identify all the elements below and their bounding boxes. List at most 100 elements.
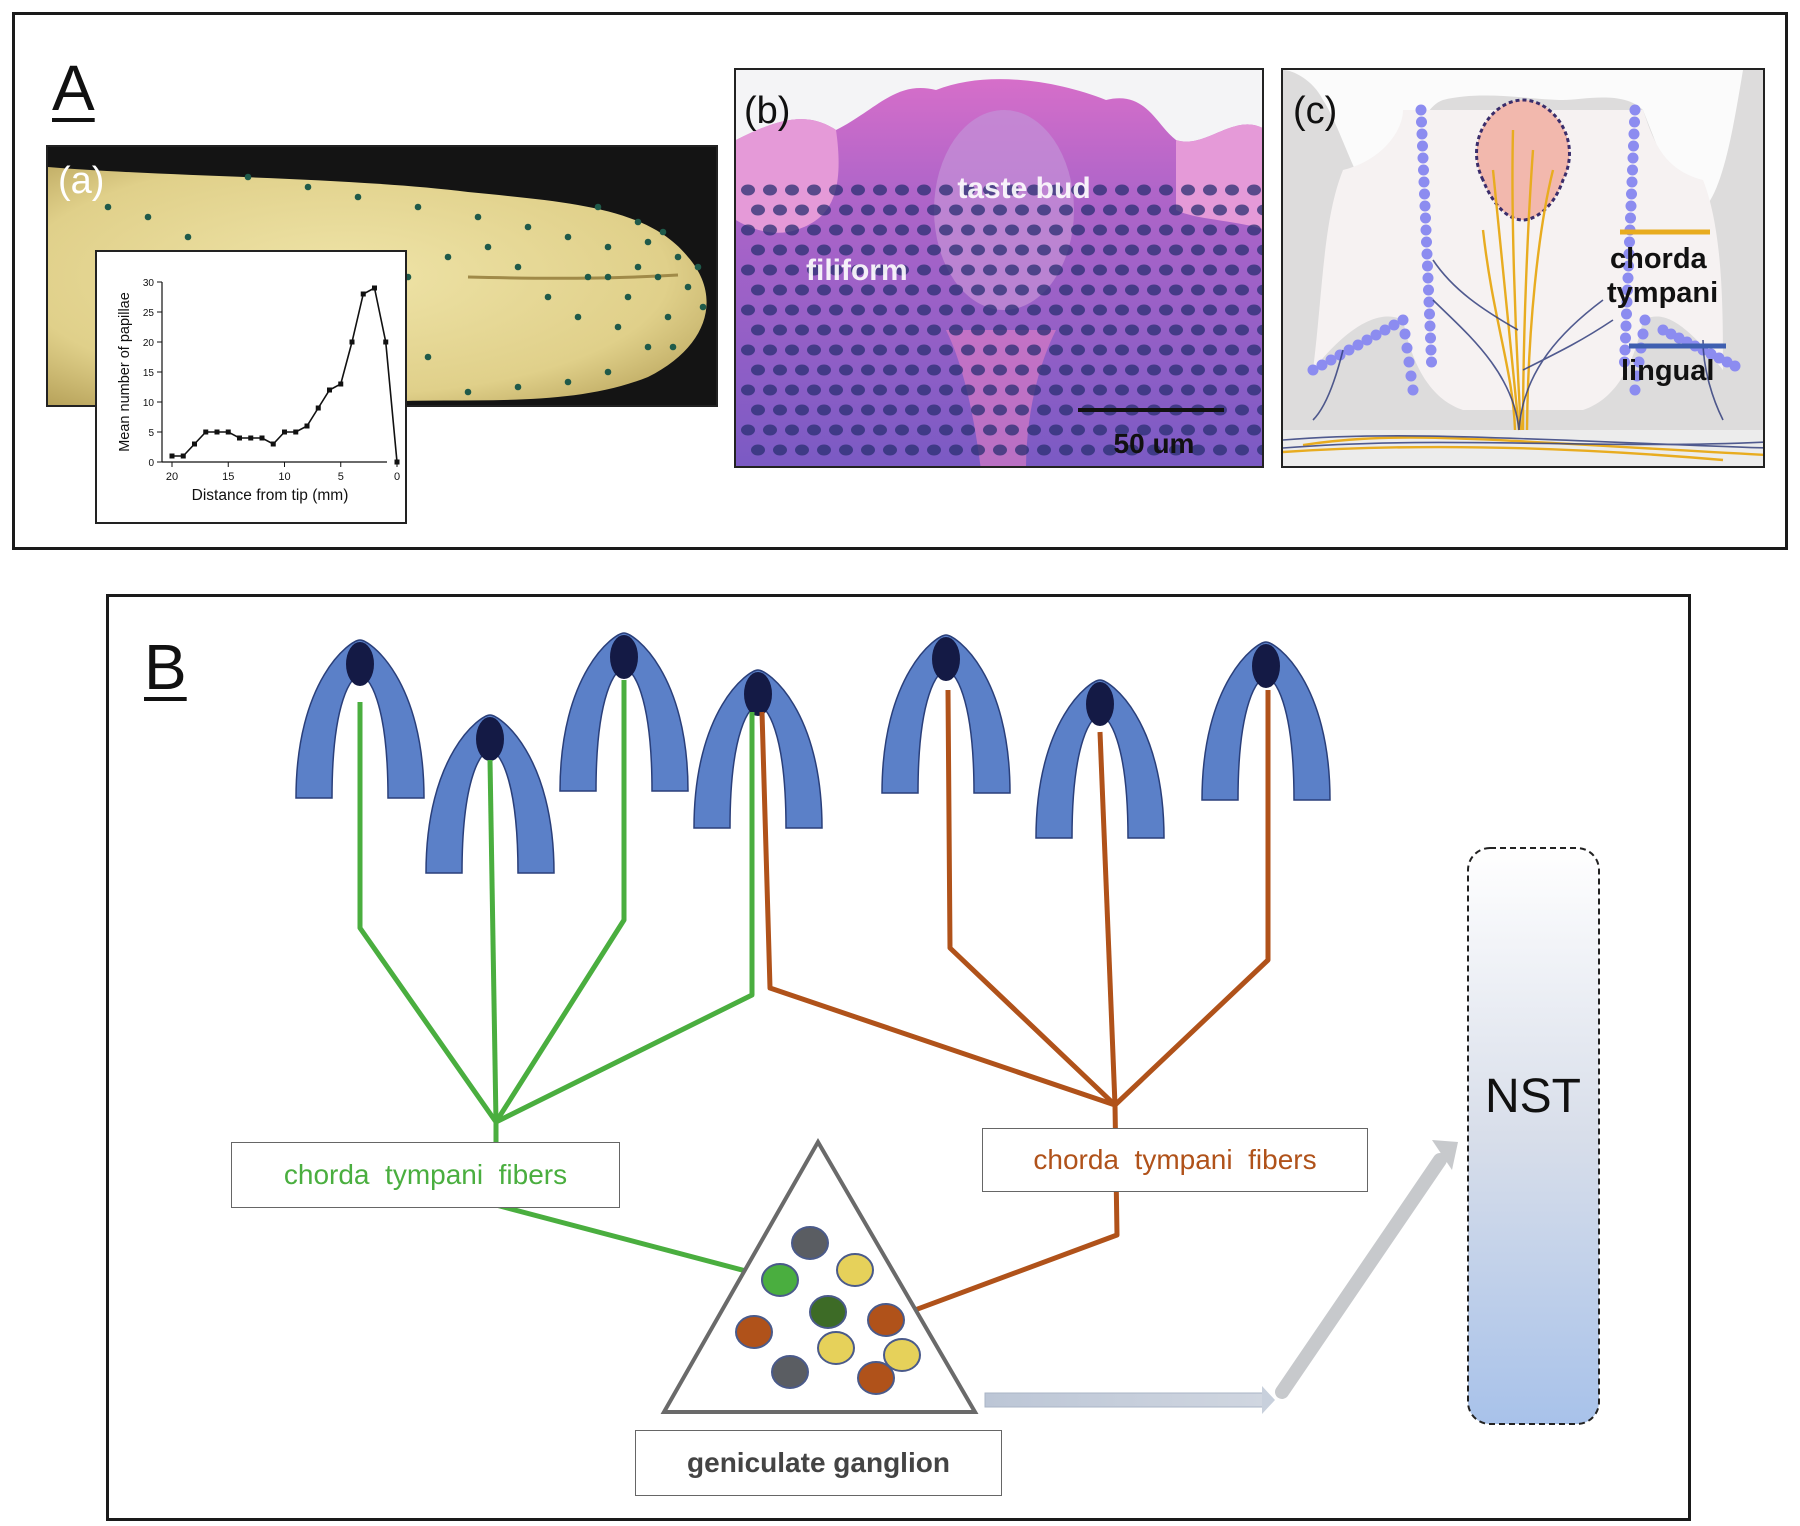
cell-nucleus xyxy=(1169,284,1183,296)
cell-nucleus xyxy=(829,224,843,236)
epithelium-dot xyxy=(1416,128,1428,140)
cell-nucleus xyxy=(861,204,875,216)
cell-nucleus xyxy=(829,384,843,396)
data-point xyxy=(372,285,377,291)
cell-nucleus xyxy=(1203,224,1217,236)
epithelium-dot xyxy=(1370,329,1382,341)
cell-nucleus xyxy=(1115,304,1129,316)
cell-nucleus xyxy=(1225,344,1239,356)
papilla-shape xyxy=(1201,641,1331,801)
cell-nucleus xyxy=(993,364,1007,376)
cell-nucleus xyxy=(741,304,755,316)
cell-nucleus xyxy=(773,204,787,216)
cell-nucleus xyxy=(773,364,787,376)
cell-nucleus xyxy=(751,244,765,256)
cell-nucleus xyxy=(861,244,875,256)
cell-nucleus xyxy=(785,304,799,316)
cell-nucleus xyxy=(817,284,831,296)
cell-nucleus xyxy=(1213,324,1227,336)
orange-fibers-label: chorda tympani fibers xyxy=(1033,1144,1317,1175)
papilla-dot xyxy=(514,383,522,391)
epithelium-dot xyxy=(1623,248,1635,260)
cell-nucleus xyxy=(1169,324,1183,336)
cell-nucleus xyxy=(817,244,831,256)
epithelium-dot xyxy=(1343,344,1355,356)
cell-nucleus xyxy=(795,284,809,296)
epithelium-dot xyxy=(1621,308,1632,320)
cell-nucleus xyxy=(1191,204,1205,216)
epithelium-dot xyxy=(1307,364,1319,376)
cell-nucleus xyxy=(829,424,843,436)
papilla-dot xyxy=(544,293,552,301)
papilla-dot xyxy=(604,368,612,376)
ganglion-neuron xyxy=(761,1263,799,1297)
epithelium-dot xyxy=(1422,260,1433,272)
cell-nucleus xyxy=(1115,224,1129,236)
green-fibers-label: chorda tympani fibers xyxy=(283,1159,568,1190)
cell-nucleus xyxy=(1037,444,1051,456)
epithelium-dot xyxy=(1420,224,1432,236)
cell-nucleus xyxy=(1081,364,1095,376)
cell-nucleus xyxy=(939,224,953,236)
cell-nucleus xyxy=(1247,344,1261,356)
epithelium-dot xyxy=(1628,128,1640,140)
cell-nucleus xyxy=(1159,224,1173,236)
cell-nucleus xyxy=(773,404,787,416)
epithelium-dot xyxy=(1619,344,1631,356)
cell-nucleus xyxy=(785,264,799,276)
epithelium-dot xyxy=(1423,296,1435,308)
cell-nucleus xyxy=(1235,284,1249,296)
epithelium-dot xyxy=(1619,356,1630,368)
cell-nucleus xyxy=(1159,264,1173,276)
papilla-dot xyxy=(659,228,667,236)
cell-nucleus xyxy=(773,444,787,456)
epithelium-dot xyxy=(1629,116,1640,128)
papilla-dot xyxy=(244,173,252,181)
cell-nucleus xyxy=(1159,424,1173,436)
ganglion-label-box: geniculate ganglion xyxy=(635,1430,1002,1496)
cell-nucleus xyxy=(1247,224,1261,236)
cell-nucleus xyxy=(1169,244,1183,256)
cell-nucleus xyxy=(763,344,777,356)
epithelium-dot xyxy=(1416,116,1427,128)
epithelium-dot xyxy=(1316,359,1328,371)
ganglion-neuron xyxy=(867,1303,905,1337)
nst-column xyxy=(1467,847,1600,1425)
cell-nucleus xyxy=(807,424,821,436)
cell-nucleus xyxy=(1257,204,1262,216)
cell-nucleus xyxy=(883,404,897,416)
cell-nucleus xyxy=(829,304,843,316)
data-point xyxy=(180,453,186,459)
epithelium-dot xyxy=(1419,200,1431,212)
data-point xyxy=(214,429,220,435)
epithelium-dot xyxy=(1631,370,1643,382)
cell-nucleus xyxy=(807,184,821,196)
cell-nucleus xyxy=(1115,264,1129,276)
cell-nucleus xyxy=(983,184,997,196)
y-tick-label: 20 xyxy=(143,338,155,349)
epithelium-dot xyxy=(1620,320,1632,332)
cell-nucleus xyxy=(1213,444,1227,456)
cell-nucleus xyxy=(1247,424,1261,436)
cell-nucleus xyxy=(741,184,755,196)
cell-nucleus xyxy=(763,384,777,396)
cell-nucleus xyxy=(1005,304,1019,316)
cell-nucleus xyxy=(917,424,931,436)
cell-nucleus xyxy=(1071,184,1085,196)
cell-nucleus xyxy=(983,264,997,276)
papilla-dot xyxy=(104,203,112,211)
cell-nucleus xyxy=(961,264,975,276)
cell-nucleus xyxy=(817,204,831,216)
cell-nucleus xyxy=(1081,284,1095,296)
cell-nucleus xyxy=(905,284,919,296)
data-point xyxy=(315,405,321,411)
cell-nucleus xyxy=(1137,184,1151,196)
papilla-dot xyxy=(184,233,192,241)
epithelium-dot xyxy=(1425,332,1436,344)
papilla-dot xyxy=(564,233,572,241)
ganglion-neuron xyxy=(735,1315,773,1349)
epithelium-dot xyxy=(1629,104,1641,116)
papilla-dot xyxy=(514,263,522,271)
cell-nucleus xyxy=(795,324,809,336)
